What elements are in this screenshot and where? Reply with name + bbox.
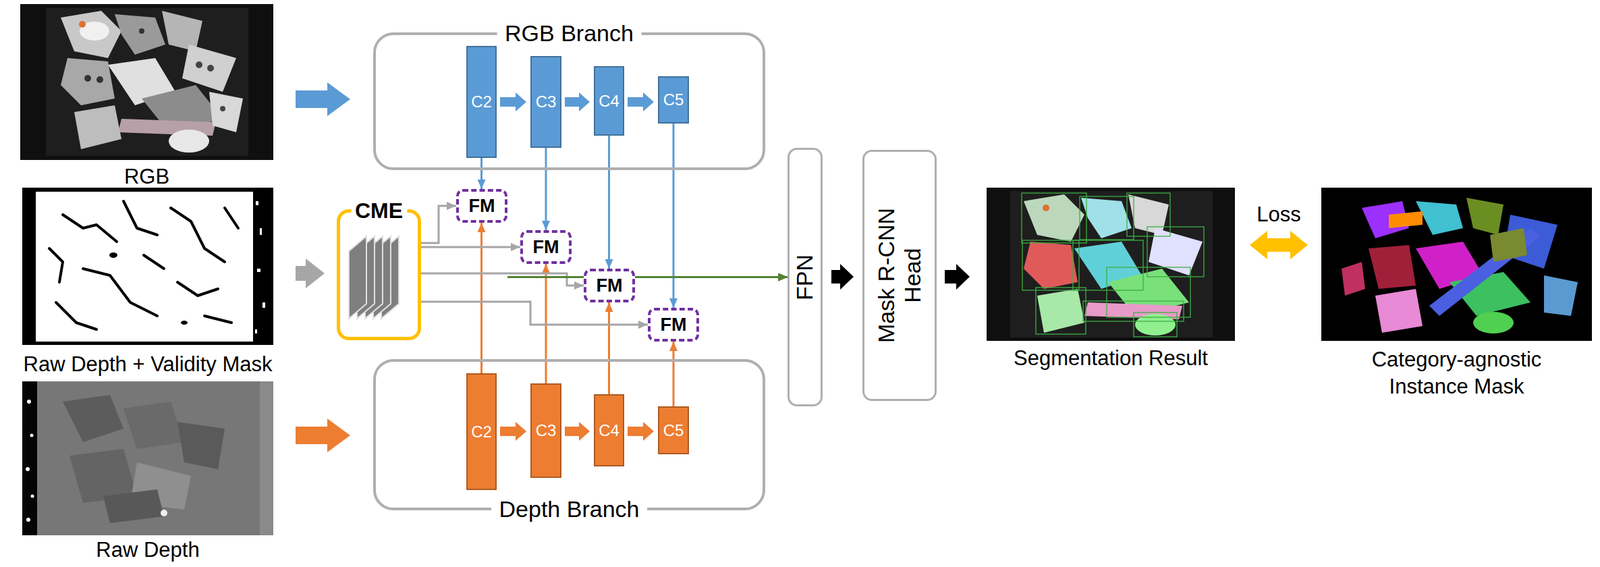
block-arrow <box>944 263 970 290</box>
stage-label: C2 <box>471 423 492 440</box>
block-arrow <box>564 421 590 441</box>
block-arrow <box>564 92 590 112</box>
block-arrow <box>295 258 325 289</box>
output-image: Segmentation Result <box>986 187 1235 341</box>
feature-line <box>480 157 483 189</box>
stage-label: C5 <box>663 422 685 439</box>
feature-line <box>421 205 457 243</box>
feature-line <box>421 273 584 286</box>
stage-block: C2 <box>466 373 497 490</box>
encoder-label: CME <box>350 197 407 224</box>
input-image: Raw Depth <box>22 381 274 536</box>
block-arrow <box>295 82 351 117</box>
image-caption: Raw Depth + Validity Mask <box>23 352 273 377</box>
feature-line <box>672 123 675 308</box>
output-image: Category-agnostic Instance Mask <box>1321 187 1592 341</box>
edge-label: Loss <box>1254 203 1303 227</box>
module-label: FM <box>469 197 496 216</box>
feature-line <box>480 222 483 374</box>
image-caption: Category-agnostic Instance Mask <box>1345 346 1569 401</box>
feature-line <box>608 302 611 395</box>
stage-label: C3 <box>535 93 557 110</box>
block-arrow <box>831 263 854 290</box>
block-arrow <box>500 421 527 441</box>
stage-label: C2 <box>471 93 492 110</box>
instance-mask-image <box>1321 187 1592 341</box>
stage-block: C3 <box>530 56 562 148</box>
branch-box: RGB BranchC2C3C4C5 <box>373 32 766 171</box>
stage-label: C4 <box>598 422 620 439</box>
branch-title: Depth Branch <box>491 495 648 523</box>
branch-box: Depth BranchC2C3C4C5 <box>373 359 766 511</box>
depth-validity-mask <box>22 187 274 345</box>
rgb-photo <box>20 4 274 160</box>
module-label: FM <box>660 315 687 335</box>
feature-line <box>421 246 521 249</box>
segmentation-photo <box>986 187 1235 341</box>
fusion-module: FM <box>456 188 508 223</box>
feature-line <box>699 276 788 279</box>
process-label: Mask R-CNN Head <box>873 199 926 352</box>
process-box: FPN <box>787 147 823 407</box>
stage-block: C5 <box>657 76 689 124</box>
block-arrow <box>1249 230 1308 260</box>
stage-block: C5 <box>657 406 689 455</box>
feature-line <box>545 147 548 231</box>
feature-line <box>421 301 648 325</box>
input-image: RGB <box>20 4 274 160</box>
image-caption: Raw Depth <box>95 538 200 563</box>
stage-block: C3 <box>530 383 562 478</box>
block-arrow <box>500 92 527 112</box>
block-arrow <box>627 92 654 112</box>
raw-depth-image <box>22 381 274 536</box>
stage-label: C3 <box>535 422 557 439</box>
stage-block: C4 <box>593 66 625 136</box>
stage-block: C2 <box>466 45 497 158</box>
feature-line <box>635 276 788 279</box>
image-caption: RGB <box>124 165 170 189</box>
feature-line <box>507 276 788 279</box>
block-arrow <box>627 421 654 441</box>
fusion-module: FM <box>583 268 636 303</box>
cme-slab-stack <box>348 236 399 319</box>
branch-title: RGB Branch <box>496 19 642 48</box>
feature-line <box>672 341 675 407</box>
block-arrow <box>295 418 351 453</box>
stage-label: C5 <box>663 91 685 108</box>
input-image: Raw Depth + Validity Mask <box>22 187 274 345</box>
process-label: FPN <box>791 254 818 301</box>
fusion-module: FM <box>520 230 572 264</box>
encoder-box: CME <box>336 209 422 341</box>
stage-block: C4 <box>593 394 625 467</box>
module-label: FM <box>596 276 623 295</box>
stage-label: C4 <box>598 93 620 110</box>
module-label: FM <box>533 238 560 257</box>
feature-line <box>608 135 611 269</box>
image-caption: Segmentation Result <box>1013 346 1208 371</box>
fusion-module: FM <box>647 307 700 342</box>
process-box: Mask R-CNN Head <box>862 149 937 401</box>
